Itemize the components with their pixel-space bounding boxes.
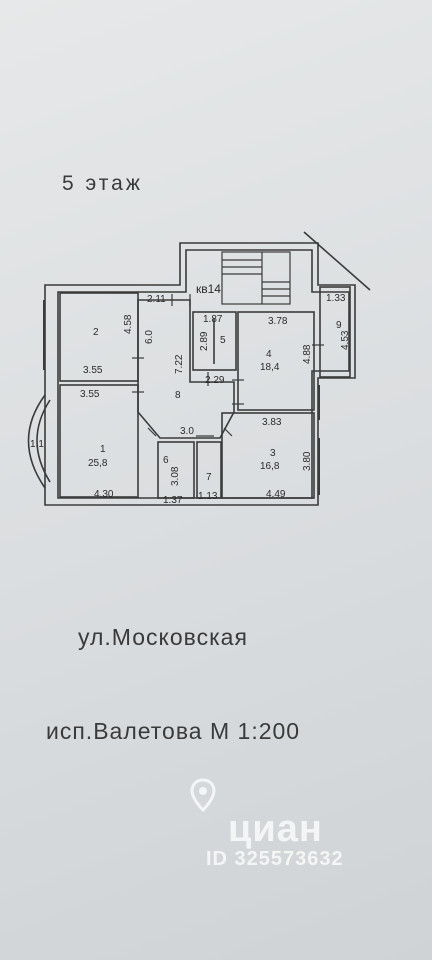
room-2-number: 2 [93, 327, 99, 338]
dim-r4-side: 4.88 [302, 344, 313, 364]
outer-wall [44, 242, 356, 506]
dim-r1-bay: 1.1 [30, 439, 44, 450]
dim-r1-bottom: 4.30 [94, 489, 114, 500]
dim-r3-top: 3.83 [262, 417, 282, 428]
plan-walls [27, 231, 371, 506]
room-8-number: 8 [175, 390, 181, 401]
room-1-area: 25,8 [88, 458, 108, 469]
dim-r3-side: 3.80 [302, 451, 313, 471]
room-4-outline [237, 311, 315, 411]
watermark-listing-id: ID 325573632 [206, 848, 344, 870]
room-4-area: 18,4 [260, 362, 280, 373]
room-6-outline [157, 441, 195, 499]
room-7-number: 7 [206, 472, 212, 483]
watermark: циан ID 325573632 [172, 778, 392, 878]
dim-corridor-h: 7.22 [174, 354, 185, 374]
dim-r3-bottom: 4.49 [266, 489, 286, 500]
room-numbers: 2 1 25,8 8 5 4 18,4 9 3 16,8 6 7 кв14 [88, 282, 342, 483]
dimension-labels: 2.11 4.58 3.55 6.0 7.22 1.87 2.89 3.78 4… [30, 293, 351, 506]
room-7-outline [196, 441, 222, 499]
street-caption: ул.Московская [78, 624, 248, 650]
dim-r9-side: 4.53 [340, 330, 351, 350]
map-pin-icon [190, 778, 216, 812]
room-3-number: 3 [270, 448, 276, 459]
room-9-number: 9 [336, 320, 342, 331]
floor-title: 5 этаж [62, 172, 143, 195]
dim-r9-top: 1.33 [326, 293, 346, 304]
apartment-label: кв14 [196, 282, 221, 296]
room-1-outline [59, 384, 139, 498]
author-scale-caption: исп.Валетова М 1:200 [46, 718, 301, 744]
bay-window [27, 394, 46, 489]
room-5-number: 5 [220, 335, 226, 346]
window-marks [43, 300, 320, 495]
dim-r1-top: 3.55 [80, 389, 100, 400]
room-1-number: 1 [100, 444, 106, 455]
room-9-outline [319, 286, 351, 378]
dim-r2-side: 4.58 [123, 314, 134, 334]
dim-corridor-w: 6.0 [144, 330, 155, 344]
dim-r4-top: 3.78 [268, 316, 288, 327]
watermark-brand: циан [228, 808, 323, 850]
dim-r2-bottom: 3.55 [83, 365, 103, 376]
dim-r7-bottom: 1.13 [198, 491, 218, 502]
room-4-number: 4 [266, 349, 272, 360]
room-3-outline [221, 412, 315, 499]
dim-r6-bottom: 1.37 [163, 495, 183, 506]
dim-hall-w: 2.29 [205, 375, 225, 386]
dim-r6-side: 3.08 [170, 466, 181, 486]
door-marks [132, 294, 324, 437]
dim-r5-side: 2.89 [199, 331, 210, 351]
dim-r5-top: 1.87 [203, 314, 223, 325]
room-5-outline [192, 311, 237, 371]
staircase [221, 251, 291, 305]
plot-boundary [303, 231, 371, 291]
dim-r2-top: 2.11 [147, 294, 166, 305]
room-3-area: 16,8 [260, 461, 280, 472]
room-6-number: 6 [163, 455, 169, 466]
dim-hall-bottom: 3.0 [180, 426, 194, 437]
room-8-outline [137, 299, 235, 439]
